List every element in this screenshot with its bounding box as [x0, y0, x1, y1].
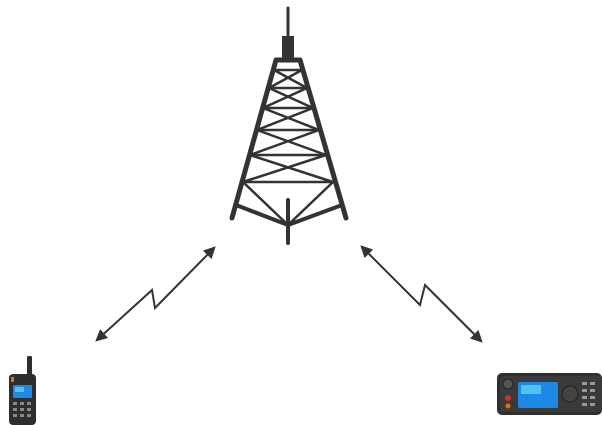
radio-tower-icon	[232, 8, 346, 243]
wireless-link-left	[97, 248, 214, 340]
portable-radio-icon	[9, 356, 36, 425]
wireless-link-right	[362, 247, 481, 341]
mobile-radio-icon	[497, 373, 602, 415]
